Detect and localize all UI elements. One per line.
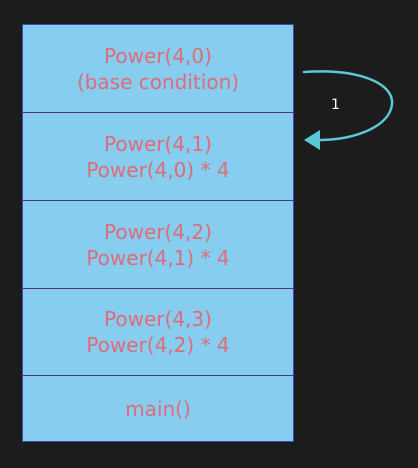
frame-call-label: main() bbox=[125, 396, 191, 421]
return-arrow-curve bbox=[302, 70, 394, 142]
frame-call-label: Power(4,3) bbox=[104, 307, 212, 331]
return-arrow-head bbox=[304, 130, 320, 150]
stack-frame-power-4-0: Power(4,0) (base condition) bbox=[23, 25, 293, 113]
stack-frame-power-4-3: Power(4,3) Power(4,2) * 4 bbox=[23, 289, 293, 376]
frame-detail-label: Power(4,0) * 4 bbox=[86, 157, 230, 182]
stack-frame-power-4-1: Power(4,1) Power(4,0) * 4 bbox=[23, 113, 293, 201]
frame-call-label: Power(4,1) bbox=[104, 131, 212, 156]
stack-frame-main: main() bbox=[23, 376, 293, 441]
frame-detail-label: Power(4,1) * 4 bbox=[86, 245, 230, 270]
frame-detail-label: (base condition) bbox=[76, 69, 240, 94]
call-stack: Power(4,0) (base condition) Power(4,1) P… bbox=[22, 24, 294, 442]
frame-detail-label: Power(4,2) * 4 bbox=[86, 333, 230, 357]
frame-call-label: Power(4,0) bbox=[104, 43, 212, 68]
frame-call-label: Power(4,2) bbox=[104, 219, 212, 244]
stack-frame-power-4-2: Power(4,2) Power(4,1) * 4 bbox=[23, 201, 293, 289]
arrow-step-label: 1 bbox=[331, 97, 340, 113]
